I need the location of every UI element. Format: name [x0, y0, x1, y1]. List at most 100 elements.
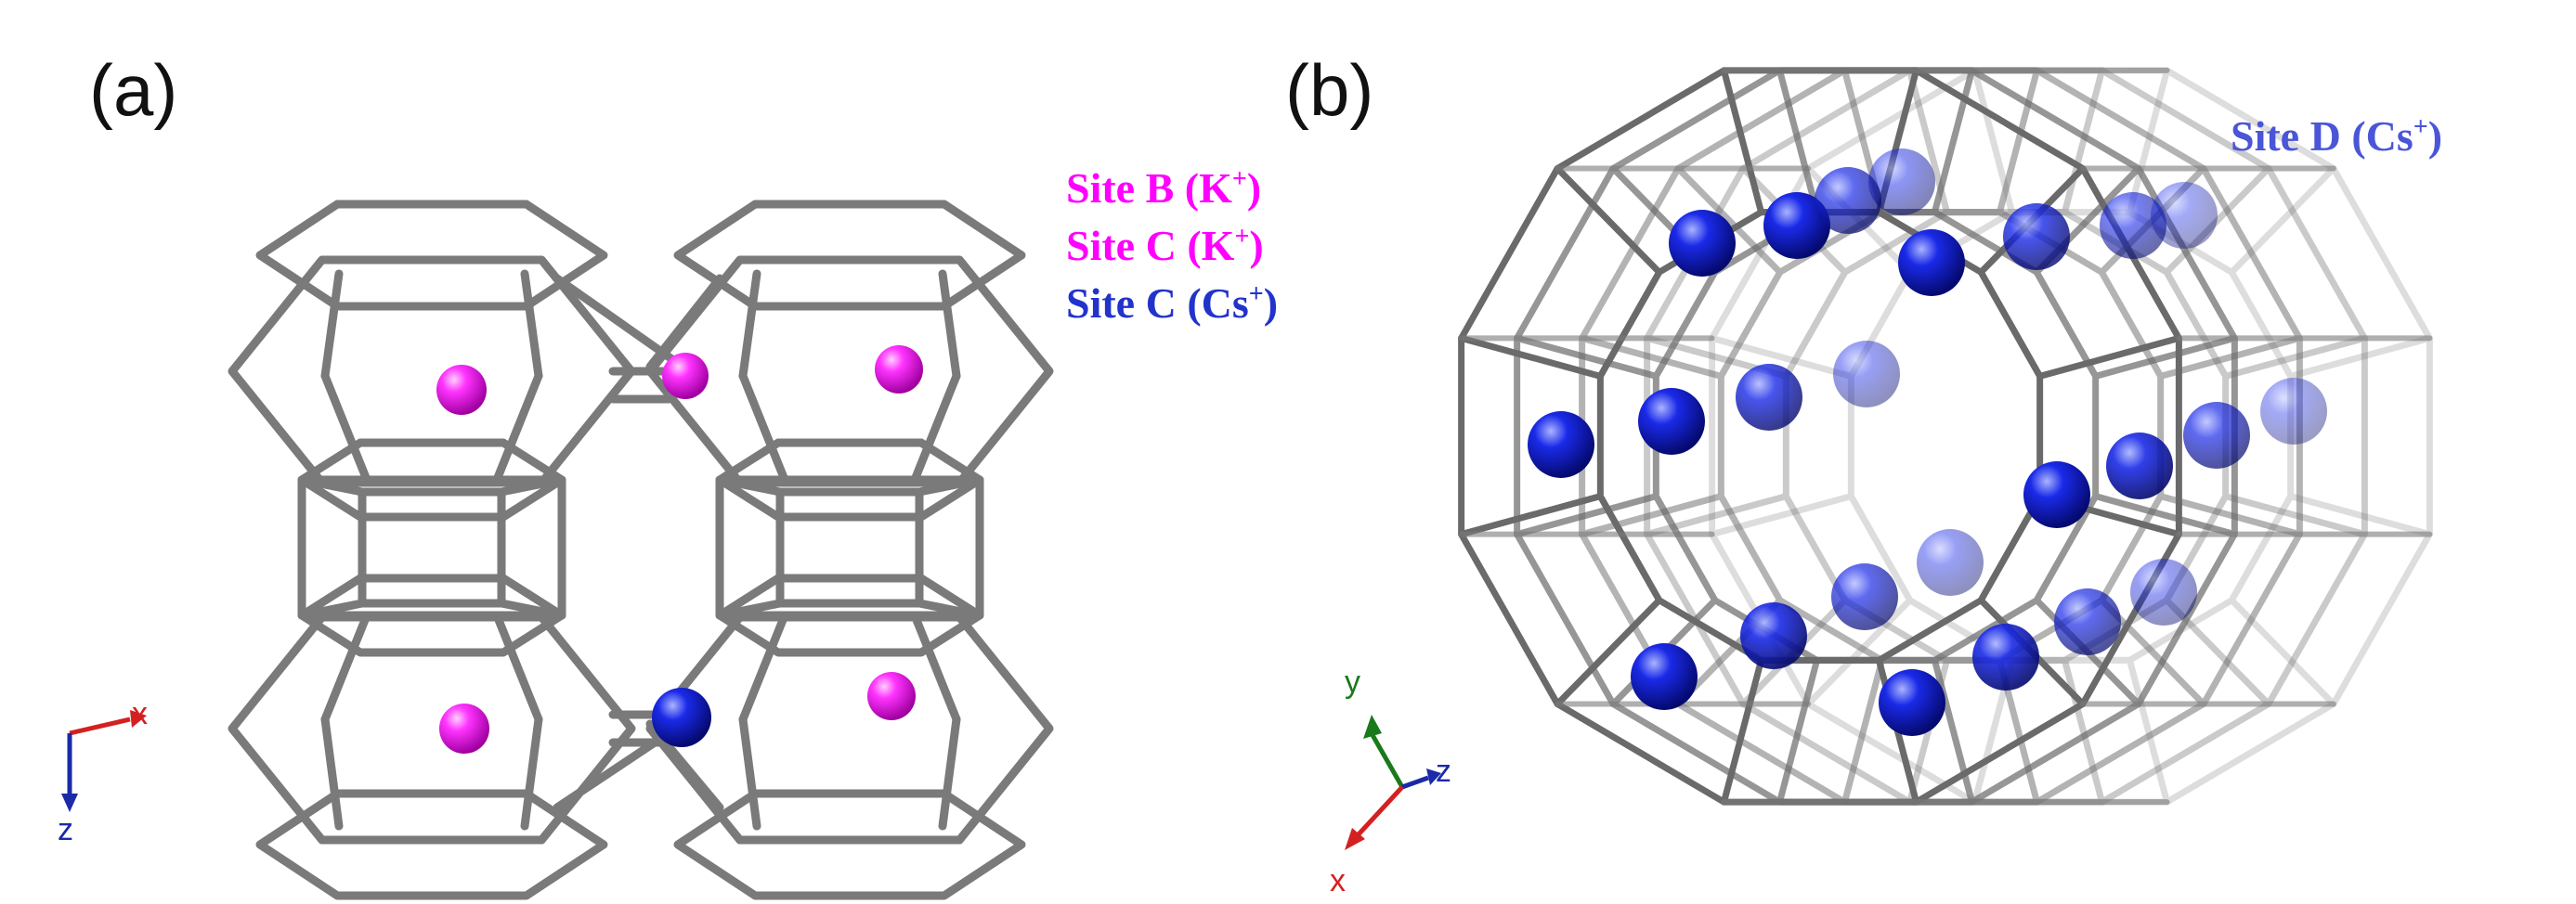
axis-label-z-b: z [1436, 754, 1451, 789]
cs-ion-site-d-23 [1815, 167, 1881, 234]
cs-ion-site-d-16 [1831, 563, 1898, 630]
cs-ion-site-d-2 [1898, 229, 1965, 296]
cs-ion-site-d-9 [1833, 341, 1900, 407]
outer-edge [2164, 67, 2337, 173]
cage-belt-lower-right [645, 613, 1054, 845]
cage-strut-left [320, 269, 344, 381]
outer-edge [2164, 700, 2337, 806]
cs-ion-site-d-3 [2003, 203, 2070, 270]
prism-edge-left [297, 475, 367, 497]
prism-inner-left [358, 487, 506, 608]
outer-edge [1739, 700, 1913, 806]
cage-strut-right [938, 715, 961, 831]
outer-edge [2034, 700, 2207, 806]
outer-edge [1913, 700, 2087, 806]
cs-ion-site-d-11 [2106, 433, 2173, 499]
cs-ion-site-d-0 [1669, 210, 1736, 277]
prism-edge-left [497, 475, 566, 497]
cs-ion-site-d-10 [2023, 461, 2090, 528]
cage-strut-right [910, 371, 961, 484]
four-ring-box [1458, 493, 1663, 707]
bridge-diag [645, 274, 724, 371]
four-ring-box [1458, 165, 1663, 380]
k-ion-site-c [439, 704, 489, 754]
cs-ion-site-d-15 [1740, 602, 1807, 669]
outer-edge [1739, 67, 1913, 173]
cs-ion-site-d-8 [1736, 364, 1802, 431]
cage-strut-left [320, 611, 371, 724]
outer-edge [1674, 700, 1848, 806]
cs-ion-site-d-22 [1868, 149, 1935, 215]
cage-strut-right [738, 715, 761, 831]
cs-ion-site-d-13 [2260, 378, 2327, 445]
cage-strut-left [492, 371, 543, 484]
prism-edge-right [915, 475, 984, 497]
k-ion-site-b [436, 365, 487, 415]
axis-label-y-b: y [1345, 665, 1360, 700]
cage-strut-left [320, 715, 344, 831]
panel-label-b: (b) [1285, 49, 1374, 131]
channel-struts [1458, 67, 2433, 806]
outer-edge [1554, 67, 1727, 173]
cs-ion-site-d-4 [2100, 192, 2166, 259]
panel-label-a: (a) [89, 49, 178, 131]
cage-strut-left [320, 371, 371, 484]
cage-belt-lower-left [228, 613, 636, 845]
prism-edge-right [715, 475, 785, 497]
outer-edge [2099, 67, 2272, 173]
outer-edge [1969, 700, 2142, 806]
cs-ion-site-c [652, 688, 711, 747]
outer-edge [1969, 67, 2142, 173]
cation-sites-panel-b [1528, 149, 2327, 736]
cage-strut-right [738, 269, 761, 381]
axis-triad-b: y z x [1330, 665, 1451, 898]
cage-strut-left [520, 715, 543, 831]
cs-ion-site-d-19 [1972, 624, 2039, 691]
k-ion-site-b [662, 353, 709, 399]
cs-ion-site-d-12 [2183, 402, 2250, 469]
axis-label-x-a: x [132, 696, 148, 731]
cs-ion-site-d-20 [2054, 588, 2121, 655]
cage-ring-top-right [673, 200, 1026, 311]
outer-edge [1609, 700, 1783, 806]
axis-label-x-b: x [1330, 863, 1346, 898]
outer-edge [2099, 700, 2272, 806]
cage-ring-mid-lower-right [715, 574, 984, 657]
outer-edge [2034, 67, 2207, 173]
cage-ring-mid-lower-left [297, 574, 566, 657]
outer-edge [1674, 67, 1848, 173]
cage-ring-bottom-left [255, 789, 608, 900]
cage-strut-right [738, 611, 789, 724]
cage-strut-right [910, 611, 961, 724]
axis-triad-a: x z [58, 696, 148, 847]
outer-edge [1609, 67, 1783, 173]
cs-ion-site-d-6 [1528, 411, 1594, 478]
k-ion-site-c [867, 672, 916, 720]
legend-entry-site-d-cs: Site D (Cs+) [2231, 112, 2443, 160]
cage-strut-left [492, 611, 543, 724]
legend-panel-b: Site D (Cs+) [2231, 108, 2442, 165]
legend-panel-a: Site B (K+) Site C (K+) Site C (Cs+) [1066, 160, 1278, 332]
cage-ring-bottom-right [673, 789, 1026, 900]
cation-sites-panel-a [436, 345, 923, 754]
legend-entry-site-b-k: Site B (K+) [1066, 164, 1262, 212]
legend-entry-site-c-k: Site C (K+) [1066, 222, 1264, 269]
outer-edge [1913, 67, 2087, 173]
legend-entry-site-c-cs: Site C (Cs+) [1066, 279, 1279, 327]
prism-inner-right [775, 487, 924, 608]
cs-ion-site-d-1 [1763, 192, 1830, 259]
cs-ion-site-d-17 [1917, 529, 1984, 596]
axis-label-z-a: z [58, 812, 73, 847]
cage-ring-top-left [255, 200, 608, 311]
cs-ion-site-d-21 [2130, 559, 2197, 626]
cs-ion-site-d-14 [1631, 643, 1698, 710]
outer-edge [1554, 700, 1727, 806]
cage-strut-right [738, 371, 789, 484]
cs-ion-site-d-5 [2151, 182, 2218, 249]
cs-ion-site-d-7 [1638, 388, 1705, 455]
k-ion-site-c [875, 345, 923, 394]
cage-strut-left [520, 269, 543, 381]
cs-ion-site-d-18 [1879, 669, 1945, 736]
framework-panel-a [228, 200, 1054, 900]
